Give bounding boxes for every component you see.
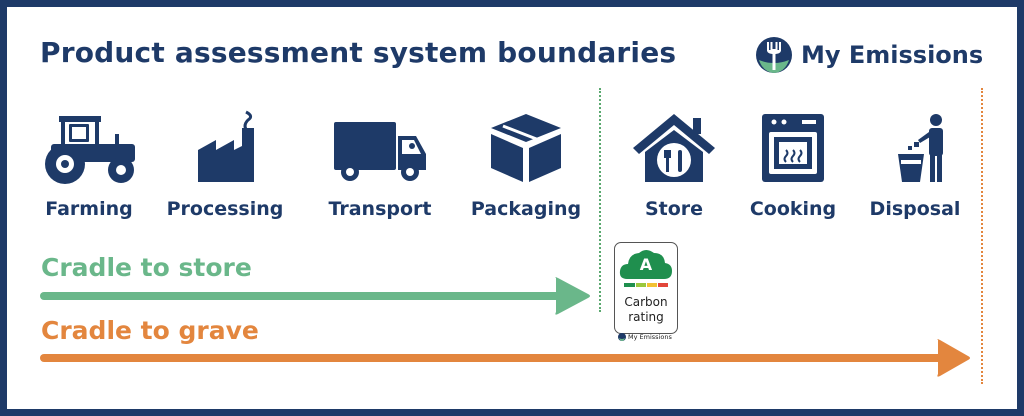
stage-label: Store <box>644 198 704 220</box>
cradle-to-grave-label: Cradle to grave <box>41 316 259 345</box>
stage-label: Packaging <box>470 198 582 220</box>
badge-brand: My Emissions <box>618 333 672 341</box>
stage-label: Processing <box>166 198 284 220</box>
fork-leaf-icon <box>618 333 626 341</box>
stage-farming: Farming <box>19 110 159 220</box>
badge-text: Carbon rating <box>615 295 677 325</box>
badge-brand-name: My Emissions <box>628 333 672 341</box>
stage-packaging: Packaging <box>456 110 596 220</box>
stage-processing: Processing <box>155 110 295 220</box>
cradle-to-store-arrow <box>40 277 590 315</box>
bin-icon <box>898 114 943 182</box>
factory-icon <box>198 110 254 182</box>
stage-label: Disposal <box>869 198 961 220</box>
stage-transport: Transport <box>310 110 450 220</box>
carbon-rating-badge: A Carbon rating <box>614 242 678 334</box>
store-icon <box>633 114 715 182</box>
stage-disposal: Disposal <box>845 110 985 220</box>
badge-line-2: rating <box>628 310 664 324</box>
truck-icon <box>334 122 426 181</box>
stage-store: Store <box>604 110 744 220</box>
oven-icon <box>762 114 824 182</box>
cradle-to-grave-arrow <box>40 339 970 377</box>
box-icon <box>491 114 561 182</box>
stage-label: Transport <box>328 198 432 220</box>
stage-label: Cooking <box>749 198 837 220</box>
brand-name: My Emissions <box>801 41 984 69</box>
fork-leaf-icon <box>756 37 792 73</box>
stage-label: Farming <box>45 198 133 220</box>
cradle-to-store-label: Cradle to store <box>41 253 252 282</box>
brand-logo: My Emissions <box>755 36 983 74</box>
rating-grade: A <box>639 255 653 274</box>
store-boundary-line <box>599 88 601 312</box>
page-title: Product assessment system boundaries <box>40 36 677 69</box>
stage-cooking: Cooking <box>723 110 863 220</box>
badge-line-1: Carbon <box>624 295 668 309</box>
cloud-icon <box>619 250 672 287</box>
tractor-icon <box>45 116 135 184</box>
grave-boundary-line <box>981 88 983 384</box>
